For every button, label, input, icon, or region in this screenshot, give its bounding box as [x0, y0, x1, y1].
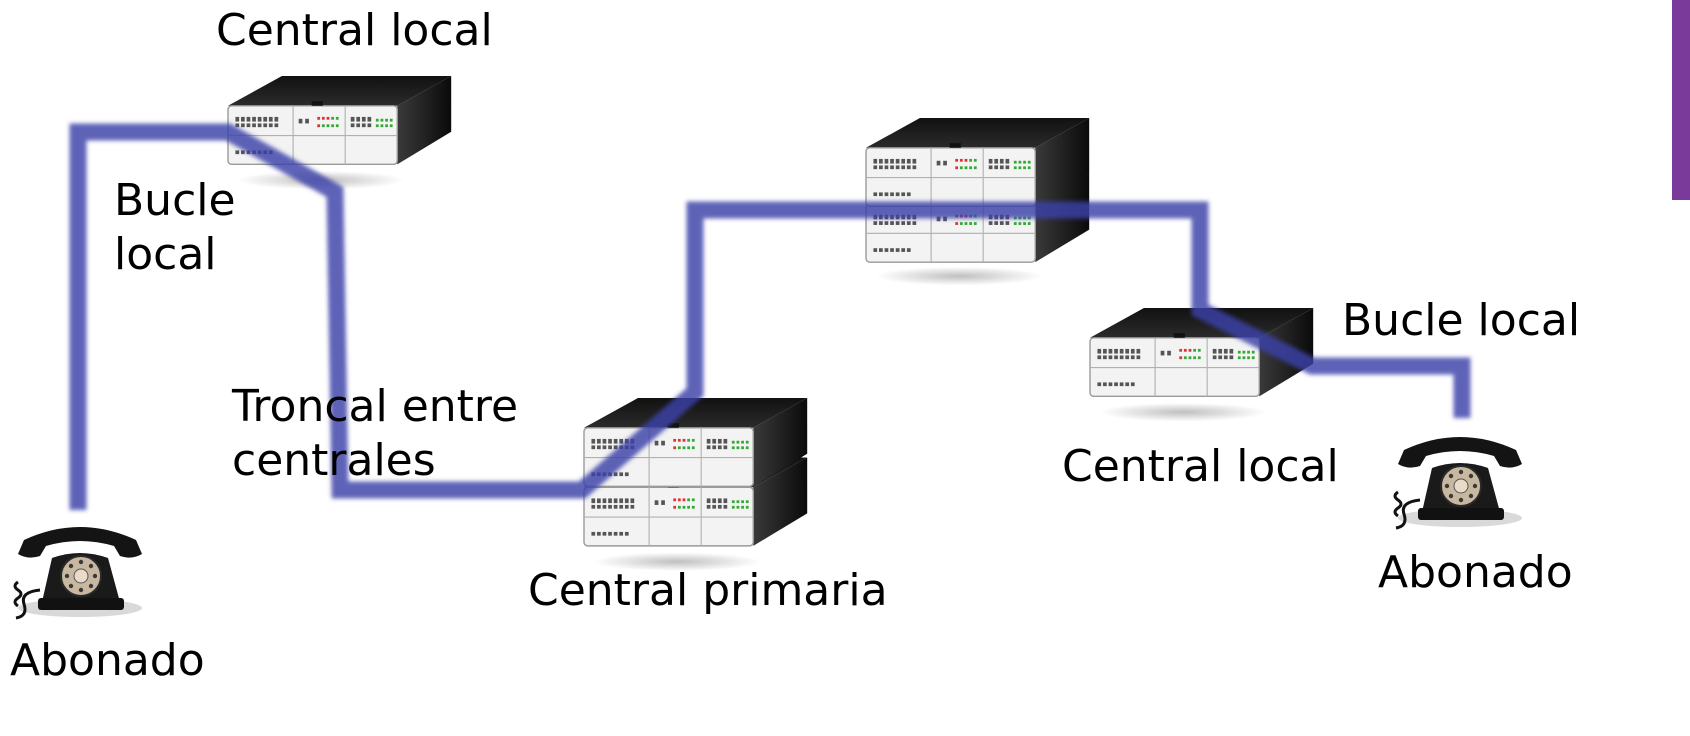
switch-central-local-right-icon: [1089, 307, 1314, 422]
label-bucle-local-left-line1: Bucle: [114, 175, 236, 226]
switch-central-primaria-icon: [583, 397, 808, 571]
label-bucle-local-right: Bucle local: [1342, 295, 1581, 346]
connection-path: [69, 123, 1471, 510]
accent-bar: [1672, 0, 1690, 200]
label-central-local-top: Central local: [216, 5, 493, 56]
label-bucle-local-left: Bucle local: [114, 174, 236, 282]
label-bucle-local-left-line2: local: [114, 229, 217, 280]
switch-stack-upper-icon: [865, 117, 1090, 286]
label-troncal-entre-centrales: Troncal entre centrales: [232, 380, 518, 488]
label-abonado-left: Abonado: [10, 635, 205, 686]
telephone-right-icon: [1393, 435, 1524, 530]
label-troncal-line2: centrales: [232, 435, 436, 486]
label-abonado-right: Abonado: [1378, 547, 1573, 598]
telephone-left-icon: [13, 525, 144, 620]
label-central-primaria: Central primaria: [528, 565, 888, 616]
label-troncal-line1: Troncal entre: [232, 381, 519, 432]
label-central-local-right: Central local: [1062, 441, 1339, 492]
switch-central-local-left-icon: [227, 75, 452, 190]
